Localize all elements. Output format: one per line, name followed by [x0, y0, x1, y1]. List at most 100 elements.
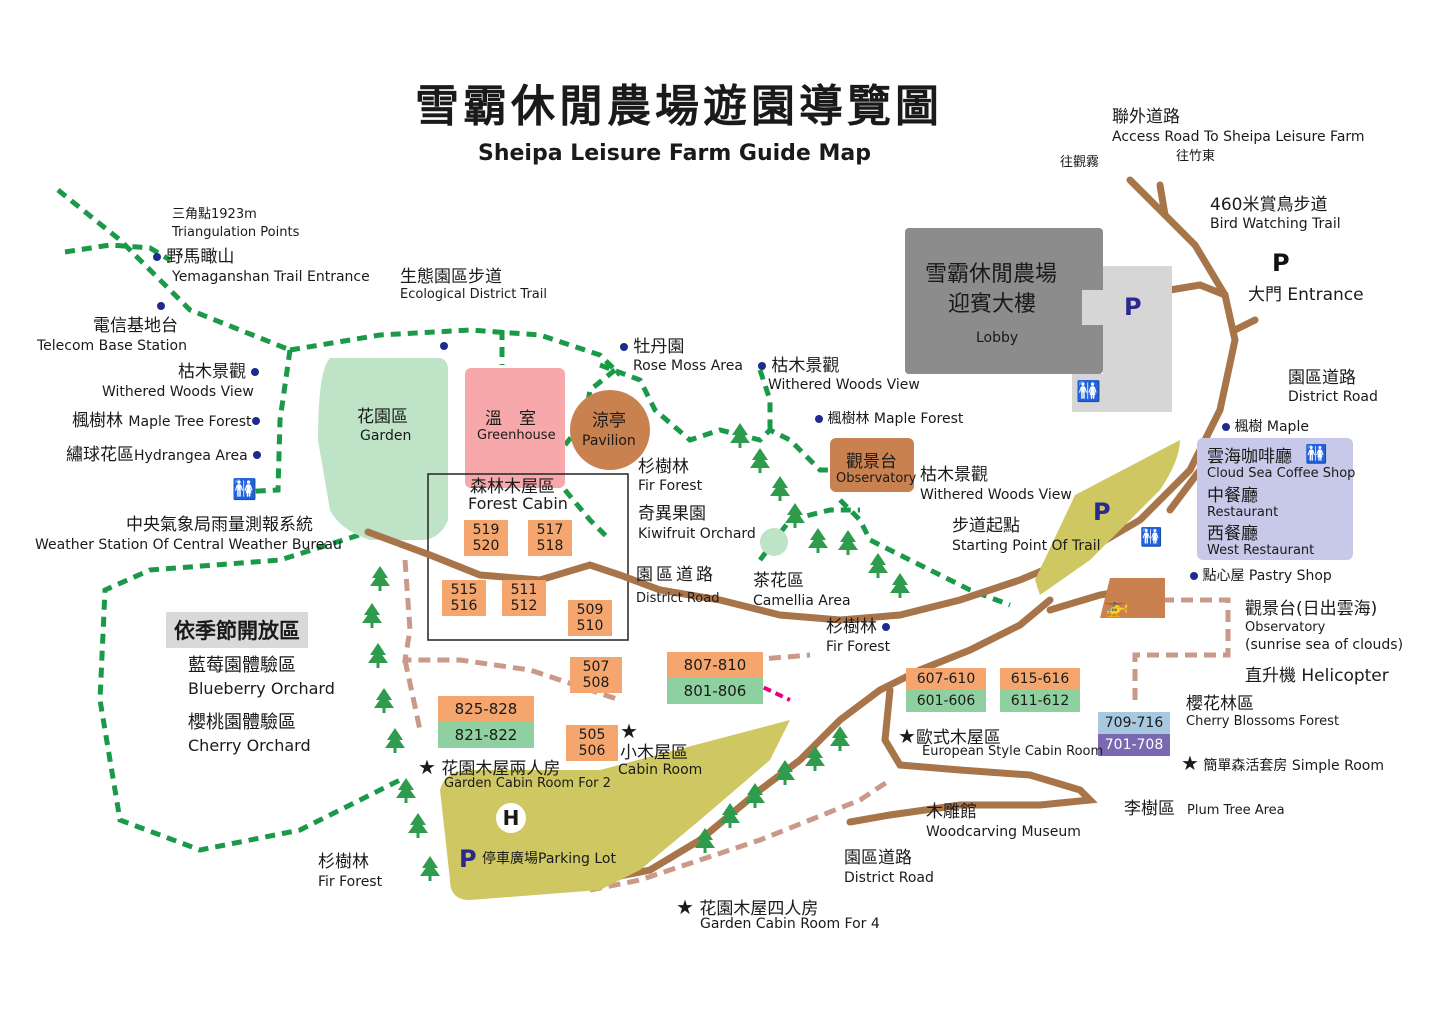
- telecom-en: Telecom Base Station: [37, 338, 187, 354]
- pavilion-area: [570, 390, 650, 470]
- to-zhudong: 往竹東: [1176, 149, 1216, 164]
- helicopter-label: 直升機 Helicopter: [1245, 666, 1389, 686]
- observatory-sun-en2: (sunrise sea of clouds): [1245, 637, 1404, 653]
- forest-cabin-room: 515 516: [442, 580, 486, 617]
- fir-left-en: Fir Forest: [318, 874, 383, 890]
- blueberry-zh: 藍莓園體驗區: [188, 655, 296, 676]
- restaurant-block: [1197, 438, 1353, 560]
- garden-cabin-2-en: Garden Cabin Room For 2: [444, 776, 611, 791]
- pavilion-en: Pavilion: [582, 433, 636, 449]
- telecom-dot: [157, 302, 165, 310]
- weather-en: Weather Station Of Central Weather Burea…: [35, 537, 342, 553]
- withered-left-en: Withered Woods View: [102, 384, 254, 400]
- european-en: European Style Cabin Room: [922, 744, 1104, 759]
- garden-area: [318, 358, 448, 540]
- cherry-forest-zh: 櫻花林區: [1186, 694, 1254, 714]
- european-zh: ★歐式木屋區: [898, 724, 1001, 748]
- lobby-en: Lobby: [976, 330, 1019, 346]
- pavilion-zh: 涼亭: [592, 411, 626, 431]
- cabin-507: 507 508: [570, 657, 622, 694]
- cherry-forest-en: Cherry Blossoms Forest: [1186, 714, 1340, 729]
- eco-trail-zh: 生態園區步道: [400, 267, 502, 287]
- rose-moss-zh: 牡丹園: [620, 337, 684, 358]
- lobby-zh2: 迎賓大樓: [948, 292, 1037, 317]
- bird-trail-en: Bird Watching Trail: [1210, 216, 1341, 232]
- plum-en: Plum Tree Area: [1187, 803, 1285, 818]
- restaurant-zh: 中餐廳: [1207, 486, 1258, 506]
- parking-right: [1035, 440, 1180, 595]
- fir-left-zh: 杉樹林: [318, 852, 369, 872]
- restroom-icon-3: 🚻: [1140, 527, 1163, 548]
- entrance-label: 大門 Entrance: [1248, 285, 1364, 305]
- forest-cabin-zh: 森林木屋區: [470, 477, 555, 497]
- withered-top-en: Withered Woods View: [768, 377, 920, 393]
- yemaganshan-zh: 野馬瞰山: [153, 247, 234, 268]
- fir-mid-en: Fir Forest: [638, 478, 703, 494]
- helicopter-icon: 🚁: [1104, 594, 1129, 618]
- trail-start-en: Starting Point Of Trail: [952, 538, 1101, 554]
- hydrangea-label: 繡球花區Hydrangea Area: [66, 445, 262, 466]
- helipad-icon: H: [496, 803, 526, 833]
- access-road-zh: 聯外道路: [1112, 107, 1180, 127]
- blueberry-en: Blueberry Orchard: [188, 679, 335, 698]
- restaurant-en: Restaurant: [1207, 505, 1279, 520]
- title-zh: 雪霸休閒農場遊園導覽圖: [415, 81, 943, 132]
- eco-trail-en: Ecological District Trail: [400, 287, 547, 302]
- garden-cabin-2-zh: ★ 花園木屋兩人房: [418, 755, 561, 779]
- bird-trail-zh: 460米賞鳥步道: [1210, 195, 1328, 215]
- greenhouse-en: Greenhouse: [477, 428, 556, 443]
- european-cabin-2: 615-616 611-612: [1000, 668, 1080, 712]
- maple-label: 楓樹 Maple: [1222, 419, 1309, 435]
- lobby-parking-icon: P: [1124, 293, 1142, 321]
- cabin-825: 825-828 821-822: [438, 696, 534, 748]
- cabin-room-zh: ★小木屋區: [620, 719, 688, 763]
- triangulation-en: Triangulation Points: [172, 225, 300, 240]
- forest-cabin-room: 511 512: [502, 580, 546, 617]
- observatory-sun-zh: 觀景台(日出雲海): [1245, 599, 1378, 619]
- district-road-right-zh: 園區道路: [1288, 368, 1356, 388]
- coffee-en: Cloud Sea Coffee Shop: [1207, 466, 1356, 481]
- observatory-zh: 觀景台: [846, 452, 897, 472]
- to-guanwu: 往觀霧: [1060, 155, 1100, 170]
- restroom-icon-2: 🚻: [1305, 444, 1328, 465]
- parking-lot-icon: P: [459, 845, 477, 873]
- entrance-parking-icon: P: [1272, 249, 1290, 277]
- access-road-en: Access Road To Sheipa Leisure Farm: [1112, 129, 1365, 145]
- withered-mid-zh: 枯木景觀: [920, 465, 988, 485]
- forest-cabin-room: 509 510: [568, 600, 612, 637]
- cabin-505: 505 506: [566, 725, 618, 762]
- district-road-bottom-en: District Road: [844, 870, 934, 886]
- cabin-807: 807-810 801-806: [667, 652, 763, 704]
- district-road-bottom-zh: 園區道路: [844, 848, 912, 868]
- kiwi-en: Kiwifruit Orchard: [638, 526, 756, 542]
- title-en: Sheipa Leisure Farm Guide Map: [478, 141, 871, 166]
- district-road-right-en: District Road: [1288, 389, 1378, 405]
- coffee-zh: 雲海咖啡廳: [1207, 447, 1292, 467]
- lobby-building: [905, 228, 1103, 374]
- observatory-box: [830, 438, 914, 492]
- forest-cabin-room: 517 518: [528, 520, 572, 557]
- district-road-mid-zh: 園區道路: [636, 565, 716, 585]
- garden-cabin-4-zh: ★ 花園木屋四人房: [676, 895, 819, 919]
- cherry-orchard-zh: 櫻桃園體驗區: [188, 712, 296, 733]
- forest-cabin-en: Forest Cabin: [468, 494, 568, 513]
- fir-right-en: Fir Forest: [826, 639, 891, 655]
- woodcarving-en: Woodcarving Museum: [926, 824, 1081, 840]
- european-cabin-1: 607-610 601-606: [906, 668, 986, 712]
- maple-forest-label: 楓樹林 Maple Forest: [815, 411, 963, 427]
- simple-room-label: ★ 簡單森活套房 Simple Room: [1181, 751, 1384, 775]
- observatory-sun-en1: Observatory: [1245, 620, 1326, 635]
- withered-top-zh: 枯木景觀: [758, 356, 839, 377]
- simple-room-cabin: 709-716 701-708: [1098, 712, 1170, 756]
- camellia-zh: 茶花區: [753, 571, 804, 591]
- forest-cabin-room: 519 520: [464, 520, 508, 557]
- west-en: West Restaurant: [1207, 543, 1315, 558]
- weather-zh: 中央氣象局雨量測報系統: [126, 515, 313, 535]
- observatory-en: Observatory: [836, 471, 917, 486]
- garden-cabin-4-en: Garden Cabin Room For 4: [700, 916, 880, 932]
- telecom-zh: 電信基地台: [93, 316, 178, 336]
- trail-start-zh: 步道起點: [952, 516, 1020, 536]
- cherry-orchard-en: Cherry Orchard: [188, 736, 311, 755]
- garden-zh: 花園區: [357, 407, 408, 427]
